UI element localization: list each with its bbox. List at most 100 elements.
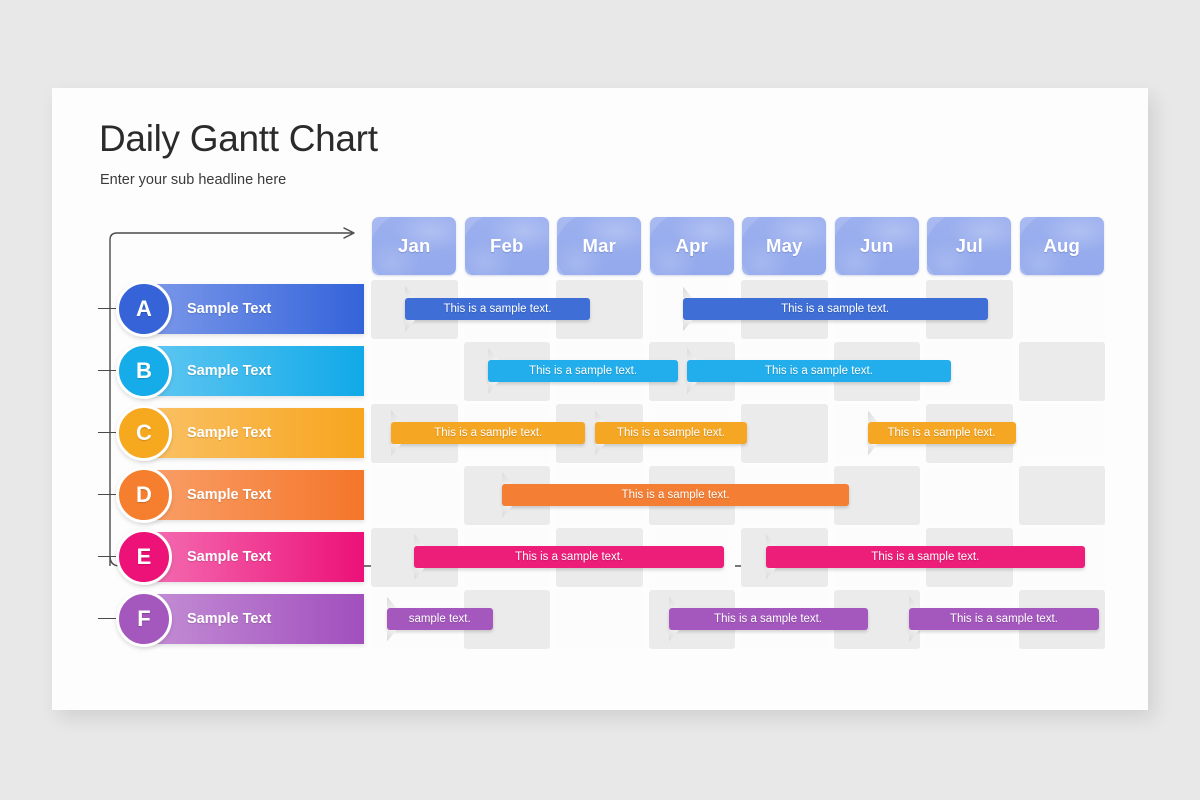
grid-cell[interactable] [738, 402, 831, 464]
axis-tick [98, 308, 117, 310]
gantt-task-bar[interactable]: This is a sample text. [414, 546, 725, 568]
grid-cell-fill [1018, 341, 1105, 401]
timeline-month-cell[interactable]: Apr [646, 216, 739, 276]
row-label-group[interactable]: Sample Text D [98, 467, 364, 523]
row-label-bar: Sample Text [139, 408, 364, 458]
grid-cell-fill [556, 589, 643, 649]
gantt-task-bar[interactable]: This is a sample text. [765, 546, 1085, 568]
gantt-task-label: This is a sample text. [616, 427, 725, 439]
month-chip: Aug [1019, 217, 1104, 275]
page-subtitle: Enter your sub headline here [100, 172, 287, 188]
row-task-bars: sample text. This is a sample text. This i… [368, 588, 1108, 650]
gantt-task-bar[interactable]: This is a sample text. [909, 608, 1099, 630]
row-label-text: Sample Text [187, 549, 272, 565]
row-badge[interactable]: D [116, 467, 172, 523]
axis-tick [98, 556, 117, 558]
row-label-group[interactable]: Sample Text B [98, 343, 364, 399]
row-task-bars: This is a sample text. [368, 464, 1108, 526]
timeline-month-cell[interactable]: Feb [461, 216, 554, 276]
row-label-text: Sample Text [187, 301, 272, 317]
row-label-group[interactable]: Sample Text F [98, 591, 364, 647]
gantt-task-bar[interactable]: sample text. [386, 608, 493, 630]
row-label-bar: Sample Text [139, 532, 364, 582]
month-chip: Jul [927, 217, 1012, 275]
grid-cell[interactable] [923, 464, 1016, 526]
month-label: Jun [860, 235, 894, 256]
timeline-month-cell[interactable]: Jun [831, 216, 924, 276]
month-label: Mar [582, 235, 616, 256]
row-badge[interactable]: C [116, 405, 172, 461]
row-task-bars: This is a sample text. This is a sample t… [368, 340, 1108, 402]
month-chip: May [742, 217, 827, 275]
gantt-task-bar[interactable]: This is a sample text. [488, 360, 678, 382]
row-label-group[interactable]: Sample Text A [98, 281, 364, 337]
timeline-month-cell[interactable]: Jan [368, 216, 461, 276]
grid-cell-fill [371, 341, 458, 401]
timeline-month-cell[interactable]: Mar [553, 216, 646, 276]
gantt-task-label: This is a sample text. [871, 551, 980, 563]
row-label-text: Sample Text [187, 611, 272, 627]
grid-cell-fill [371, 465, 458, 525]
axis-tick [98, 494, 117, 496]
timeline-month-cell[interactable]: Aug [1016, 216, 1109, 276]
gantt-task-bar[interactable]: This is a sample text. [687, 360, 951, 382]
gantt-task-bar[interactable]: This is a sample text. [668, 608, 868, 630]
month-chip: Jan [372, 217, 457, 275]
gantt-row: Sample Text D This is a sample text. [52, 464, 1148, 526]
gantt-task-bar[interactable]: This is a sample text. [502, 484, 849, 506]
row-badge[interactable]: B [116, 343, 172, 399]
row-label-text: Sample Text [187, 363, 272, 379]
gantt-task-bar[interactable]: This is a sample text. [594, 422, 748, 444]
gantt-task-label: This is a sample text. [621, 489, 730, 501]
row-label-bar: Sample Text [139, 346, 364, 396]
grid-cell-fill [741, 403, 828, 463]
grid-cell[interactable] [1016, 340, 1109, 402]
row-label-bar: Sample Text [139, 284, 364, 334]
row-label-text: Sample Text [187, 487, 272, 503]
row-badge[interactable]: F [116, 591, 172, 647]
gantt-task-bar[interactable]: This is a sample text. [867, 422, 1016, 444]
grid-cell[interactable] [368, 340, 461, 402]
gantt-task-bar[interactable]: This is a sample text. [682, 298, 988, 320]
row-label-bar: Sample Text [139, 594, 364, 644]
grid-cell[interactable] [368, 464, 461, 526]
row-badge[interactable]: A [116, 281, 172, 337]
gantt-task-label: This is a sample text. [781, 303, 890, 315]
row-label-group[interactable]: Sample Text C [98, 405, 364, 461]
month-label: Aug [1043, 235, 1081, 256]
row-task-bars: This is a sample text. This is a sample t… [368, 278, 1108, 340]
grid-cell[interactable] [553, 588, 646, 650]
gantt-task-label: This is a sample text. [529, 365, 638, 377]
grid-cell[interactable] [1016, 278, 1109, 340]
grid-cell[interactable] [1016, 402, 1109, 464]
timeline-month-cell[interactable]: Jul [923, 216, 1016, 276]
gantt-row: Sample Text C This is a sample text. This i… [52, 402, 1148, 464]
grid-cell-fill [926, 465, 1013, 525]
slide-panel: Daily Gantt Chart Enter your sub headlin… [52, 88, 1148, 710]
gantt-task-label: This is a sample text. [764, 365, 873, 377]
month-label: Jan [398, 235, 431, 256]
gantt-task-label: This is a sample text. [434, 427, 543, 439]
grid-cell-fill [1018, 279, 1105, 339]
axis-tick [98, 370, 117, 372]
row-badge[interactable]: E [116, 529, 172, 585]
row-label-group[interactable]: Sample Text E [98, 529, 364, 585]
axis-tick [98, 432, 117, 434]
gantt-task-bar[interactable]: This is a sample text. [405, 298, 590, 320]
row-label-bar: Sample Text [139, 470, 364, 520]
gantt-task-label: This is a sample text. [714, 613, 823, 625]
grid-cell[interactable] [1016, 464, 1109, 526]
row-label-text: Sample Text [187, 425, 272, 441]
gantt-task-bar[interactable]: This is a sample text. [391, 422, 586, 444]
month-chip: Jun [834, 217, 919, 275]
gantt-task-label: This is a sample text. [515, 551, 624, 563]
gantt-task-label: sample text. [408, 613, 471, 625]
month-chip: Feb [464, 217, 549, 275]
axis-arrowhead [343, 227, 355, 239]
timeline-month-cell[interactable]: May [738, 216, 831, 276]
axis-tick [98, 618, 117, 620]
